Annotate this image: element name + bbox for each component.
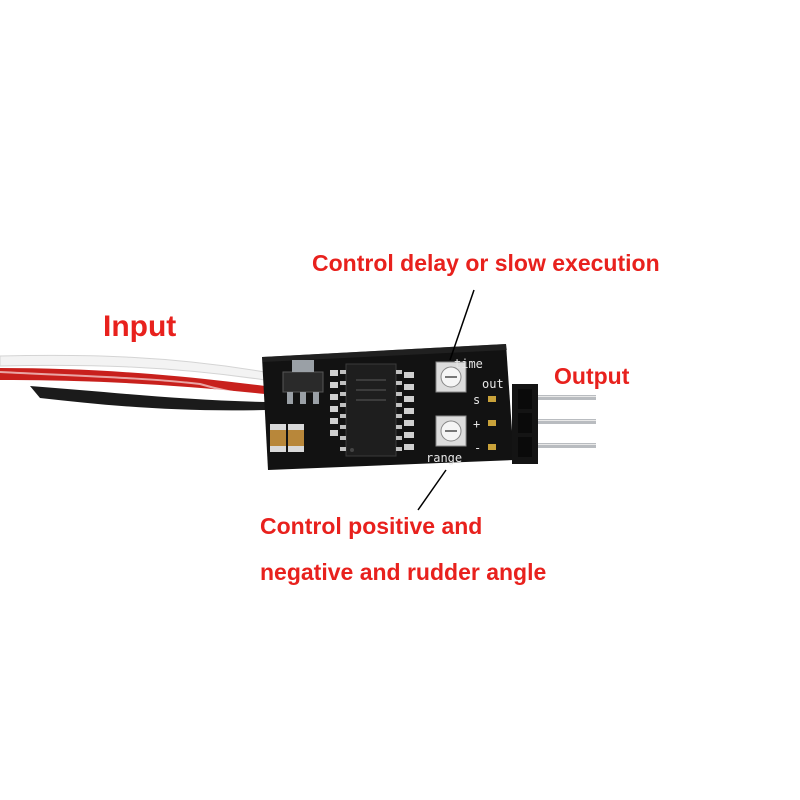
pointer-line-range <box>417 469 447 511</box>
label-angle-line-2: negative and rudder angle <box>260 559 547 585</box>
potentiometer-icon <box>435 415 467 447</box>
servo-cable <box>0 354 266 411</box>
label-delay: Control delay or slow execution <box>312 250 660 276</box>
silk-minus: - <box>474 441 481 455</box>
smd-capacitors <box>270 370 414 452</box>
silk-out: out <box>482 377 504 391</box>
pcb-board: time out s + - range <box>262 344 514 470</box>
pointer-line-delay <box>449 289 475 361</box>
microcontroller-chip-icon <box>340 363 402 457</box>
silk-s: s <box>473 393 480 407</box>
wire-white-2 <box>0 371 263 397</box>
silk-plus: + <box>473 417 480 431</box>
pin-header-icon <box>512 384 596 464</box>
silk-time: time <box>454 357 483 371</box>
voltage-regulator-icon <box>282 360 324 404</box>
wire-black <box>30 386 265 411</box>
potentiometer-icon <box>435 361 467 393</box>
label-output: Output <box>554 363 630 389</box>
silk-range: range <box>426 451 462 465</box>
label-input: Input <box>103 310 177 343</box>
label-angle-line-1: Control positive and <box>260 513 483 539</box>
